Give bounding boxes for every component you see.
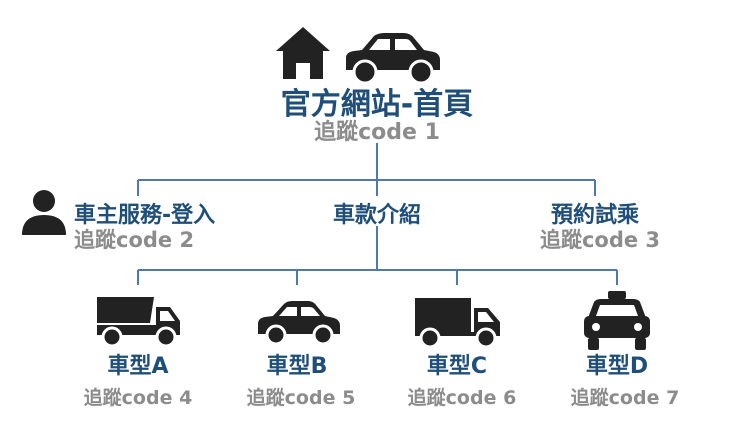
- model-a-label: 車型A: [107, 354, 169, 379]
- model-d-label: 車型D: [585, 354, 649, 379]
- model-c-label: 車型C: [426, 354, 488, 379]
- member-login-tracking-code: 追蹤code 2: [74, 228, 195, 252]
- model-c-tracking-code: 追蹤code 6: [407, 387, 517, 409]
- model-a-tracking-code: 追蹤code 4: [83, 387, 193, 409]
- model-b-label: 車型B: [266, 354, 328, 379]
- taxi-icon: [584, 291, 650, 350]
- dump-truck-icon: [97, 297, 180, 347]
- model-d-tracking-code: 追蹤code 7: [570, 387, 680, 409]
- member-login-title: 車主服務-登入: [74, 203, 216, 228]
- root-tracking-code: 追蹤code 1: [314, 120, 440, 145]
- test-drive-tracking-code: 追蹤code 3: [539, 228, 661, 252]
- sedan-icon: [258, 301, 340, 346]
- box-truck-icon: [415, 298, 500, 348]
- user-icon: [22, 190, 66, 235]
- home-icon: [276, 27, 330, 79]
- models-intro-title: 車款介紹: [332, 203, 421, 228]
- root-title: 官方網站-首頁: [280, 87, 474, 122]
- model-b-tracking-code: 追蹤code 5: [246, 387, 356, 409]
- test-drive-title: 預約試乘: [550, 203, 639, 228]
- car-icon: [346, 33, 440, 84]
